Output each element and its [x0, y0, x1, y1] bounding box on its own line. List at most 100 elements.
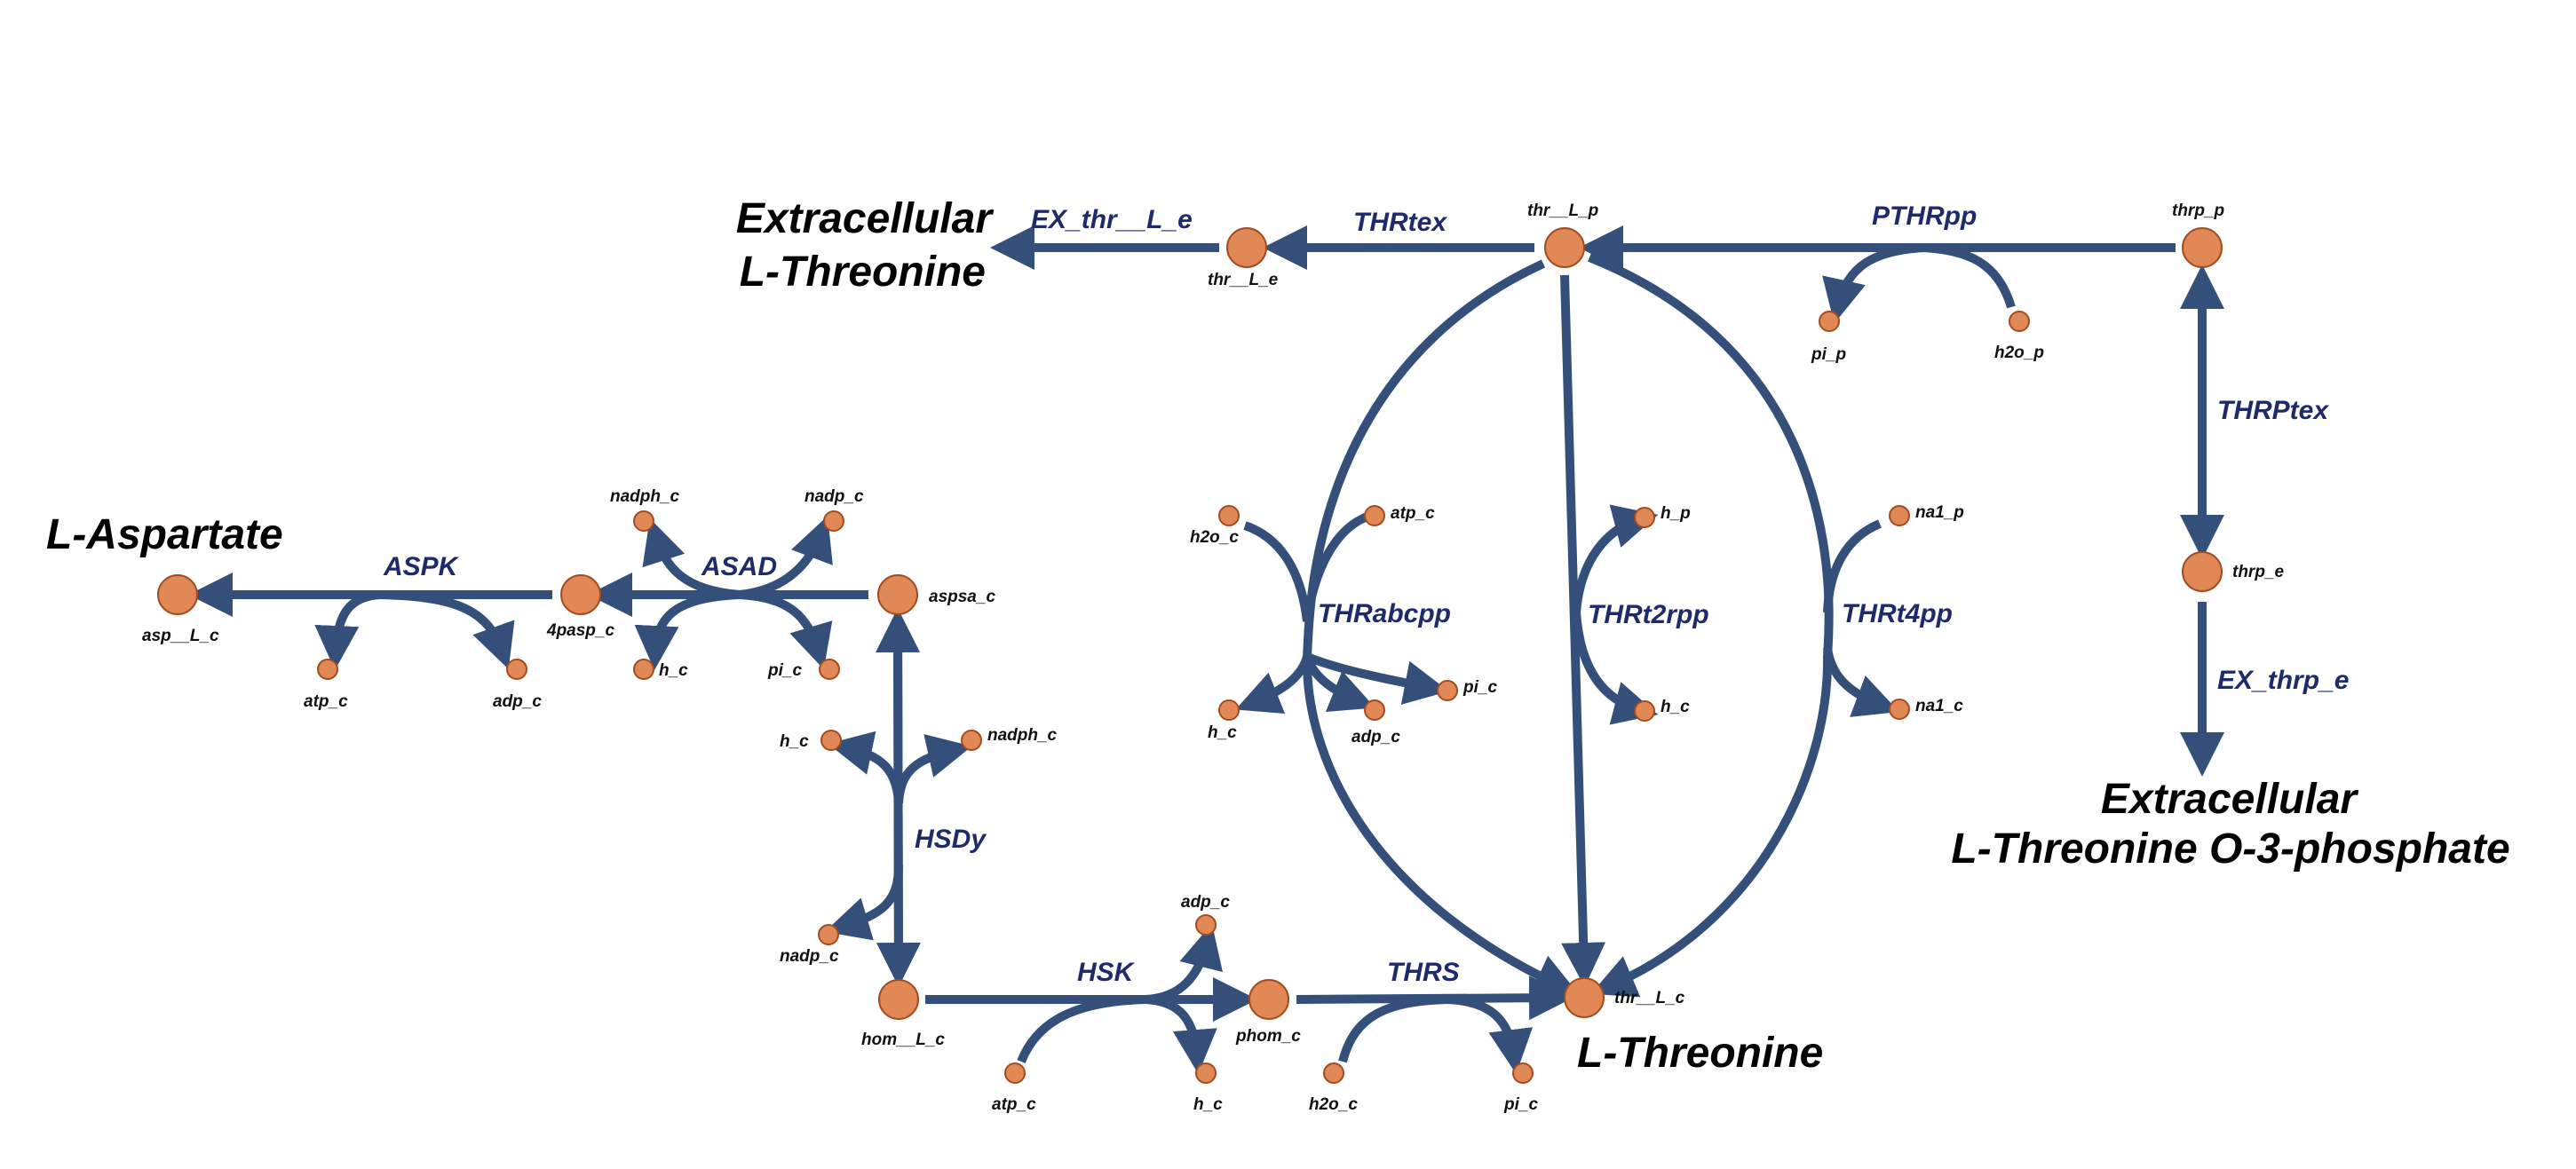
met-label-thrp-e: thrp_e [2232, 563, 2285, 581]
edge-thrabcpp-h2o[interactable] [1243, 521, 1312, 622]
rxn-label-thrtex[interactable]: THRtex [1353, 208, 1447, 237]
met-label-adp-c-aspk: adp_c [493, 692, 542, 711]
node-h2o-p[interactable] [2009, 311, 2030, 332]
met-label-pi-c-asad: pi_c [767, 661, 802, 680]
edge-thrabcpp-h[interactable] [1235, 655, 1312, 715]
rxn-label-thrs[interactable]: THRS [1387, 958, 1460, 987]
rxn-label-hsk[interactable]: HSK [1077, 958, 1136, 987]
rxn-label-thrt4pp[interactable]: THRt4pp [1842, 599, 1953, 628]
edge-thrt4pp-na1c[interactable] [1823, 647, 1899, 717]
met-label-atp-c-abc: atp_c [1391, 504, 1435, 523]
node-hom-l-c[interactable] [878, 979, 919, 1020]
node-h-c-abc[interactable] [1218, 699, 1240, 721]
edge-aspk-atp[interactable] [314, 590, 381, 670]
met-label-pi-c-thrs: pi_c [1503, 1095, 1538, 1114]
met-label-phom-c: phom_c [1235, 1027, 1301, 1046]
node-h2o-c-abc[interactable] [1218, 505, 1240, 526]
metabolite-nodes [157, 227, 2223, 1084]
edge-thrs-h2o[interactable] [1338, 995, 1448, 1063]
edge-thrt2rpp-hp[interactable] [1572, 504, 1659, 613]
rxn-label-ex-thrp-e[interactable]: EX_thrp_e [2217, 666, 2349, 695]
rxn-label-thrptex[interactable]: THRPtex [2217, 396, 2329, 425]
node-asp-l-c[interactable] [157, 574, 198, 615]
annotation-l-aspartate: L-Aspartate [46, 511, 283, 558]
edge-thrabcpp[interactable] [1302, 259, 1580, 997]
met-label-pi-p: pi_p [1811, 345, 1846, 364]
met-label-adp-c-abc: adp_c [1351, 728, 1400, 746]
node-na1-p[interactable] [1889, 505, 1910, 526]
edge-hsk-adp[interactable] [1145, 923, 1223, 1004]
rxn-label-asad[interactable]: ASAD [701, 552, 777, 581]
edge-thrt4pp-na1p[interactable] [1823, 519, 1882, 613]
met-label-h2o-c-thrs: h2o_c [1309, 1095, 1358, 1114]
node-pi-c-thrs[interactable] [1512, 1062, 1534, 1084]
met-label-nadph-c-hsdy: nadph_c [987, 726, 1058, 745]
node-adp-c-aspk[interactable] [506, 659, 527, 680]
node-h-c-asad[interactable] [633, 659, 654, 680]
node-phom-c[interactable] [1248, 979, 1289, 1020]
rxn-label-thrabcpp[interactable]: THRabcpp [1318, 599, 1451, 628]
edge-aspk-adp[interactable] [379, 590, 515, 669]
node-nadph-c-hsdy[interactable] [961, 730, 982, 751]
edge-hsdy-nadp[interactable] [824, 865, 903, 941]
annotations: Extracellular L-Threonine L-Aspartate L-… [46, 195, 2510, 1077]
met-label-h-p-t2: h_p [1661, 504, 1691, 523]
node-thrp-e[interactable] [2182, 551, 2223, 592]
node-pi-p[interactable] [1819, 311, 1840, 332]
met-label-aspsa-c: aspsa_c [929, 588, 995, 606]
reaction-edges [188, 225, 2224, 1074]
met-label-adp-c-hsk: adp_c [1181, 893, 1230, 912]
rxn-label-ex-thr-l-e[interactable]: EX_thr__L_e [1031, 205, 1193, 234]
edge-pthrpp-pi-p[interactable] [1822, 243, 1925, 324]
node-4pasp-c[interactable] [560, 574, 601, 615]
annotation-extracellular-threonine-line2: L-Threonine [740, 249, 986, 296]
rxn-label-hsdy[interactable]: HSDy [915, 825, 987, 854]
edge-pthrpp-h2o-p[interactable] [1923, 243, 2016, 309]
node-adp-c-abc[interactable] [1364, 699, 1385, 721]
node-aspsa-c[interactable] [877, 574, 918, 615]
node-h2o-c-thrs[interactable] [1323, 1062, 1344, 1084]
met-label-atp-c-hsk: atp_c [992, 1095, 1036, 1114]
rxn-label-aspk[interactable]: ASPK [383, 552, 460, 581]
node-adp-c-hsk[interactable] [1195, 914, 1217, 936]
node-pi-c-abc[interactable] [1437, 680, 1458, 701]
node-h-p-t2[interactable] [1634, 507, 1655, 528]
met-label-h-c-asad: h_c [659, 661, 688, 680]
metabolite-labels: thr__L_e thr__L_p thrp_p thrp_e pi_p h2o… [142, 201, 2285, 1114]
node-nadp-c-hsdy[interactable] [818, 924, 839, 945]
node-na1-c[interactable] [1889, 699, 1910, 720]
node-atp-c-aspk[interactable] [317, 659, 338, 680]
edge-thrabcpp-atp[interactable] [1303, 512, 1369, 622]
node-h-c-hsdy[interactable] [820, 730, 842, 751]
node-h-c-t2[interactable] [1634, 700, 1655, 722]
rxn-label-pthrpp[interactable]: PTHRpp [1872, 201, 1977, 231]
edge-hsk-atp[interactable] [1017, 995, 1146, 1063]
edge-hsdy-h[interactable] [828, 731, 903, 804]
met-label-h-c-t2: h_c [1661, 698, 1690, 716]
edge-thrabcpp-pi[interactable] [1305, 652, 1449, 705]
node-nadph-c-asad[interactable] [633, 510, 654, 532]
edge-asad-h[interactable] [634, 590, 741, 670]
edge-asad-pi[interactable] [739, 590, 833, 670]
edge-thrt2rpp-hc[interactable] [1572, 612, 1659, 725]
node-thr-l-c[interactable] [1564, 977, 1605, 1018]
node-atp-c-hsk[interactable] [1004, 1062, 1026, 1084]
edge-hsk-h[interactable] [1145, 995, 1217, 1074]
node-pi-c-asad[interactable] [819, 659, 840, 680]
edge-thrs-pi[interactable] [1447, 995, 1534, 1074]
edge-hsdy-nadph[interactable] [894, 734, 972, 804]
node-thr-l-p[interactable] [1544, 227, 1585, 268]
met-label-nadp-c-asad: nadp_c [805, 487, 864, 506]
met-label-h-c-hsdy: h_c [780, 732, 809, 751]
met-label-h-c-hsk: h_c [1193, 1095, 1223, 1114]
met-label-h-c-abc: h_c [1208, 723, 1237, 742]
edge-thrabcpp-adp[interactable] [1303, 655, 1375, 713]
node-h-c-hsk[interactable] [1195, 1062, 1217, 1084]
node-thrp-p[interactable] [2182, 227, 2223, 268]
rxn-label-thrt2rpp[interactable]: THRt2rpp [1588, 600, 1709, 629]
node-nadp-c-asad[interactable] [823, 510, 844, 532]
met-label-thr-l-p: thr__L_p [1527, 201, 1598, 220]
annotation-l-threonine: L-Threonine [1577, 1030, 1823, 1077]
node-atp-c-abc[interactable] [1364, 505, 1385, 526]
node-thr-l-e[interactable] [1226, 227, 1267, 268]
